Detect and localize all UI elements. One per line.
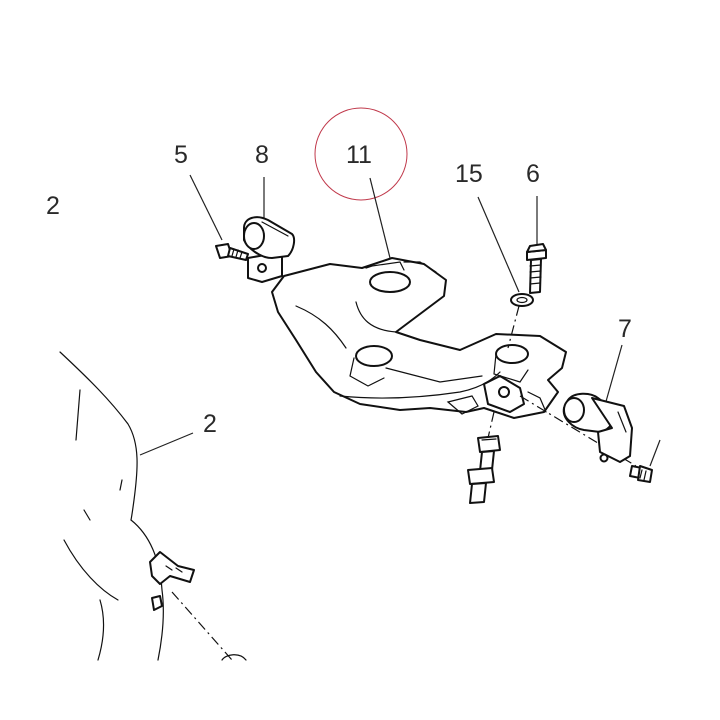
part-11-subframe [271,257,567,419]
part-8-mount [243,216,296,283]
highlight-circle [314,107,408,201]
callout-5: 5 [174,141,188,169]
leader-7 [604,344,623,406]
part-7-mount [519,392,637,467]
lower-bolt [467,411,501,504]
leader-2 [139,432,194,456]
callout-11: 11 [346,141,372,169]
leader-15 [477,196,520,293]
leader-5 [189,174,223,241]
leader-11 [369,177,391,259]
callout-15: 15 [455,160,483,188]
callout-2: 2 [203,410,217,438]
part-6-bolt [526,243,547,294]
right-small-bolt [629,439,661,483]
callout-6: 6 [526,160,540,188]
axis-line-6 [507,305,520,349]
callout-2-partial: 2 [46,192,60,220]
part-5-bolt [215,243,249,261]
part-2-body [59,351,247,661]
callout-7: 7 [618,315,632,343]
callout-8: 8 [255,141,269,169]
part-15-washer [510,293,534,307]
